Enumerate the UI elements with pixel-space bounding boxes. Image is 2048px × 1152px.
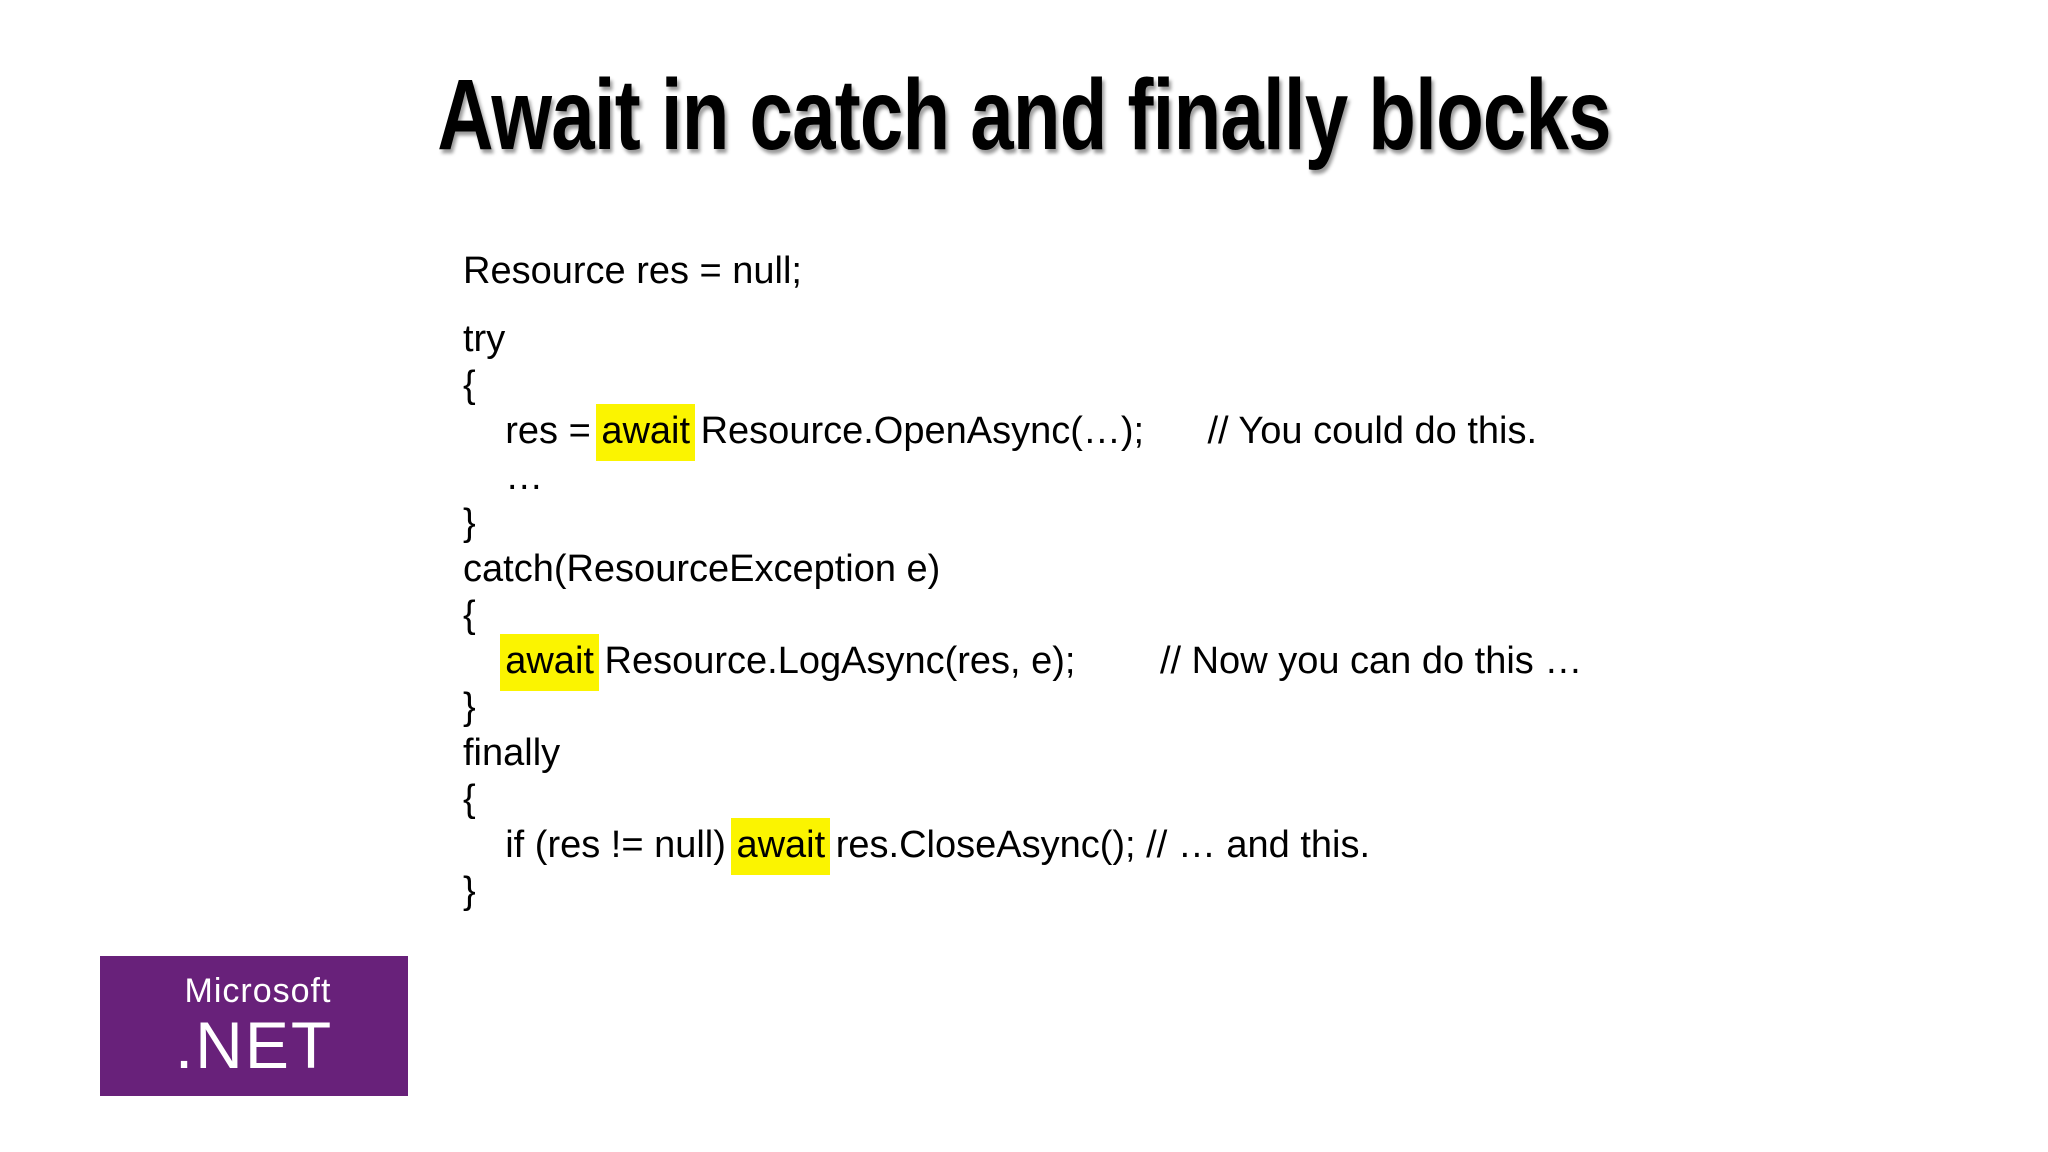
code-line: } xyxy=(463,684,1582,730)
slide-title: Await in catch and finally blocks xyxy=(437,59,1611,171)
code-line: if (res != null) await res.CloseAsync();… xyxy=(463,818,1582,875)
code-text: res = xyxy=(463,410,602,452)
logo-product-text: .NET xyxy=(174,1007,334,1082)
code-line: … xyxy=(463,454,1582,500)
code-text: { xyxy=(463,364,476,406)
code-line: } xyxy=(463,868,1582,914)
code-text: Resource.LogAsync(res, e); // Now you ca… xyxy=(593,640,1583,682)
code-text: res.CloseAsync(); // … and this. xyxy=(825,824,1371,866)
logo-brand-text: Microsoft xyxy=(184,972,332,1011)
code-text: { xyxy=(463,594,476,636)
code-text: finally xyxy=(463,732,561,774)
code-line: } xyxy=(463,500,1582,546)
code-text: Resource res = null; xyxy=(463,250,802,292)
code-line: { xyxy=(463,592,1582,638)
code-line: try xyxy=(463,316,1582,362)
dotnet-logo: Microsoft .NET xyxy=(100,956,408,1096)
await-keyword-highlight: await xyxy=(731,818,831,875)
code-text: … xyxy=(463,456,544,498)
code-line: await Resource.LogAsync(res, e); // Now … xyxy=(463,634,1583,691)
code-line: catch(ResourceException e) xyxy=(463,546,1582,592)
code-text: } xyxy=(463,686,476,728)
code-text: try xyxy=(463,318,506,360)
code-text: catch(ResourceException e) xyxy=(463,548,941,590)
code-text: Resource.OpenAsync(…); // You could do t… xyxy=(690,410,1538,452)
await-keyword-highlight: await xyxy=(500,634,599,691)
code-text: } xyxy=(463,870,476,912)
code-block: Resource res = null;try{ res = await Res… xyxy=(463,248,1582,914)
code-line: Resource res = null; xyxy=(463,248,1582,294)
code-text: { xyxy=(463,778,476,820)
code-text: } xyxy=(463,502,476,544)
code-line: { xyxy=(463,362,1582,408)
code-text: if (res != null) xyxy=(463,824,737,866)
code-line: finally xyxy=(463,730,1582,776)
code-line: { xyxy=(463,776,1582,822)
await-keyword-highlight: await xyxy=(596,404,696,461)
code-text xyxy=(463,640,505,682)
code-line: res = await Resource.OpenAsync(…); // Yo… xyxy=(463,404,1582,461)
